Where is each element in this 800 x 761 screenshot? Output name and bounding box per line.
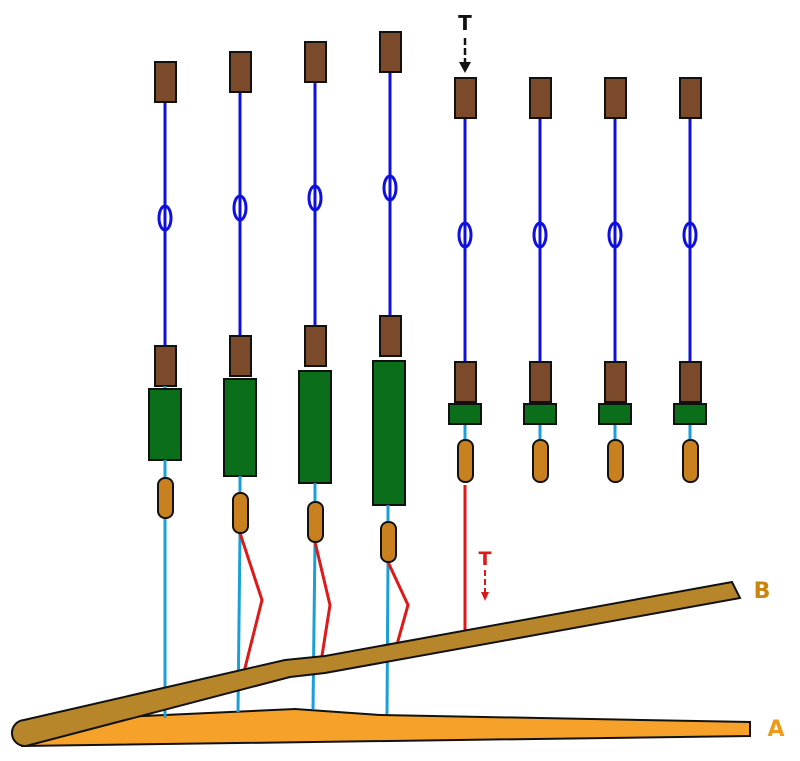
heddle-5: [448, 77, 482, 483]
tension-arrow-red: [481, 570, 489, 601]
shed-label-b: B: [754, 579, 771, 604]
weight-1: [148, 388, 182, 461]
tension-thread-3: [313, 541, 332, 663]
weight-clip-6: [532, 439, 549, 483]
top-block-7: [604, 77, 627, 119]
heddle-eye-4: [382, 174, 398, 202]
weight-clip-4: [380, 521, 397, 563]
heddle-4: [372, 31, 406, 563]
warp-thread-3: [311, 541, 317, 710]
weight-6: [523, 403, 557, 425]
heddle-6: [523, 77, 557, 483]
bottom-block-1: [154, 345, 177, 387]
warp-thread-4: [385, 561, 390, 715]
heddle-2: [223, 51, 257, 534]
tension-thread-4: [386, 561, 410, 649]
shed-board-b: [11, 580, 742, 748]
heddle-eye-8: [682, 221, 698, 249]
heddle-eye-3: [307, 184, 323, 212]
heddle-7: [598, 77, 632, 483]
bottom-block-5: [454, 361, 477, 403]
weight-clip-5: [457, 439, 474, 483]
arrow-head-red-icon: [481, 592, 489, 601]
tension-arrow-black: [459, 38, 471, 73]
tension-label-top: T: [458, 11, 472, 35]
bottom-block-2: [229, 335, 252, 377]
tension-threads: [238, 485, 467, 673]
weight-clip-3: [307, 501, 324, 543]
heddle-1: [148, 61, 182, 519]
top-block-1: [154, 61, 177, 103]
top-block-6: [529, 77, 552, 119]
top-block-5: [454, 77, 477, 119]
heddle-3: [298, 41, 332, 543]
bottom-block-7: [604, 361, 627, 403]
heddle-8: [673, 77, 707, 483]
heddle-eye-2: [232, 194, 248, 222]
tension-thread-2: [238, 532, 264, 673]
top-block-8: [679, 77, 702, 119]
top-block-2: [229, 51, 252, 93]
weight-7: [598, 403, 632, 425]
arrow-head-black-icon: [459, 62, 471, 73]
weight-5: [448, 403, 482, 425]
weight-clip-2: [232, 492, 249, 534]
weight-2: [223, 378, 257, 477]
weight-3: [298, 370, 332, 484]
heddle-eye-5: [457, 221, 473, 249]
weight-clip-8: [682, 439, 699, 483]
heddle-eye-6: [532, 221, 548, 249]
heddles: [148, 31, 707, 563]
heddle-eye-1: [157, 204, 173, 232]
weight-8: [673, 403, 707, 425]
top-block-4: [379, 31, 402, 73]
tension-label-red: T: [479, 548, 492, 570]
heddle-eye-7: [607, 221, 623, 249]
bottom-block-8: [679, 361, 702, 403]
bottom-block-4: [379, 315, 402, 357]
top-block-3: [304, 41, 327, 83]
weight-4: [372, 360, 406, 506]
bottom-block-3: [304, 325, 327, 367]
weight-clip-7: [607, 439, 624, 483]
bottom-block-6: [529, 361, 552, 403]
weight-clip-1: [157, 477, 174, 519]
shed-label-a: A: [767, 717, 784, 742]
